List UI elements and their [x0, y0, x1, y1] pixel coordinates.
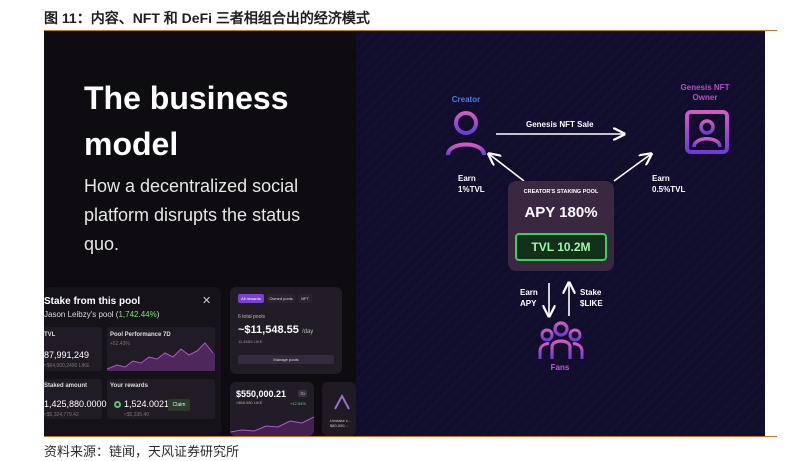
- perf-label: Pool Performance 7D: [110, 332, 171, 338]
- staking-pool-card: CREATOR'S STAKING POOL APY 180% TVL 10.2…: [508, 181, 614, 271]
- bottom-rule: [44, 436, 777, 437]
- staked-value: 1,425,880.0000: [44, 399, 107, 409]
- owner-earn-label: Earn 0.5%TVL: [652, 174, 686, 194]
- creator-icon: [446, 111, 486, 156]
- manage-pools-button[interactable]: Manage pools: [238, 355, 334, 364]
- tvl-label: TVL: [44, 332, 56, 338]
- value-chip[interactable]: 7D: [298, 390, 307, 397]
- perf-sub: +52.43%: [110, 341, 130, 347]
- pool-prefix: Jason Leibzy's pool (: [44, 310, 119, 319]
- pool-rate: 1,742.44%: [118, 310, 157, 319]
- tab-all-rewards[interactable]: All rewards: [238, 294, 264, 303]
- right-panel: Creator Genesis NFT Owner Genesis NFT Sa…: [356, 31, 765, 436]
- tab-nft[interactable]: NFT: [298, 294, 312, 303]
- stake-card: Stake from this pool ✕ Jason Leibzy's po…: [44, 287, 221, 436]
- nft-owner-label: Genesis NFT Owner: [680, 83, 730, 102]
- fans-stake-label: Stake $LIKE: [580, 288, 603, 308]
- pool-tvl: TVL 10.2M: [515, 233, 607, 261]
- rewards-total-value: ~$11,548.55: [238, 324, 299, 336]
- value-card: $550,000.21 7D ≈$58,980 LIKE +12.54%: [230, 382, 314, 436]
- close-icon[interactable]: ✕: [202, 295, 212, 307]
- sale-label: Genesis NFT Sale: [526, 120, 594, 129]
- figure-image: The business model How a decentralized s…: [44, 31, 765, 436]
- nft-owner-icon: [685, 110, 729, 154]
- pools-count: 6 total pools: [238, 314, 265, 320]
- diagram-arrows: [356, 31, 765, 436]
- tvl-box: [44, 327, 102, 371]
- rewards-like: 11,465S LIKE: [238, 339, 263, 344]
- rewards-check-icon: [114, 401, 121, 408]
- creator-label: Creator: [451, 95, 481, 104]
- value-sub: ≈$58,980 LIKE: [236, 400, 263, 405]
- value-amount: $550,000.21: [236, 389, 287, 399]
- unstake-card: Unstake c... $80,000...: [322, 382, 356, 436]
- rewards-value: 1,524.0021: [124, 399, 170, 409]
- tab-owned-pools[interactable]: Owned pools: [267, 294, 295, 303]
- tvl-value: 87,991,249: [44, 350, 90, 360]
- owner-earn-arrow: [613, 154, 651, 182]
- rewards-total-unit: /day: [301, 329, 314, 335]
- pool-line: Jason Leibzy's pool (1,742.44%): [44, 310, 159, 319]
- hero-subtitle: How a decentralized social platform disr…: [84, 176, 301, 254]
- pool-apy: APY 180%: [524, 204, 598, 221]
- rewards-card: All rewards Owned pools NFT 6 total pool…: [230, 287, 342, 374]
- claim-button[interactable]: Claim: [168, 399, 190, 411]
- fans-earn-label: Earn APY: [520, 288, 538, 308]
- value-change: +12.54%: [290, 401, 306, 406]
- left-panel: The business model How a decentralized s…: [44, 31, 356, 436]
- fans-icon: [538, 321, 584, 359]
- staked-label: Staked amount: [44, 383, 88, 389]
- rewards-sub: ≈$5,235.40: [124, 412, 149, 418]
- creator-earn-label: Earn 1%TVL: [458, 174, 485, 194]
- pool-title: CREATOR'S STAKING POOL: [523, 189, 599, 195]
- stake-card-title: Stake from this pool: [44, 296, 141, 307]
- unstake-arrow-icon: [334, 393, 350, 410]
- source-caption: 资料来源：链闻，天风证券研究所: [44, 444, 240, 459]
- staked-sub: ≈$5,324,779.42: [44, 412, 79, 418]
- rewards-box: [107, 379, 215, 419]
- pool-suffix: ): [156, 310, 160, 319]
- value-sparkline: [230, 416, 314, 436]
- performance-sparkline: [107, 342, 215, 371]
- hero-title: The business model: [84, 80, 289, 162]
- tvl-sub: ≈$64,000,2490 LIKE: [44, 363, 90, 369]
- rewards-label: Your rewards: [110, 383, 148, 389]
- creator-earn-arrow: [489, 154, 525, 182]
- unstake-text: Unstake c... $80,000...: [330, 418, 352, 428]
- fans-label: Fans: [550, 363, 570, 372]
- staked-box: [44, 379, 102, 419]
- figure-caption: 图 11：内容、NFT 和 DeFi 三者相组合出的经济模式: [44, 10, 370, 26]
- rewards-total: ~$11,548.55 /day: [238, 324, 313, 336]
- top-rule: [44, 30, 777, 31]
